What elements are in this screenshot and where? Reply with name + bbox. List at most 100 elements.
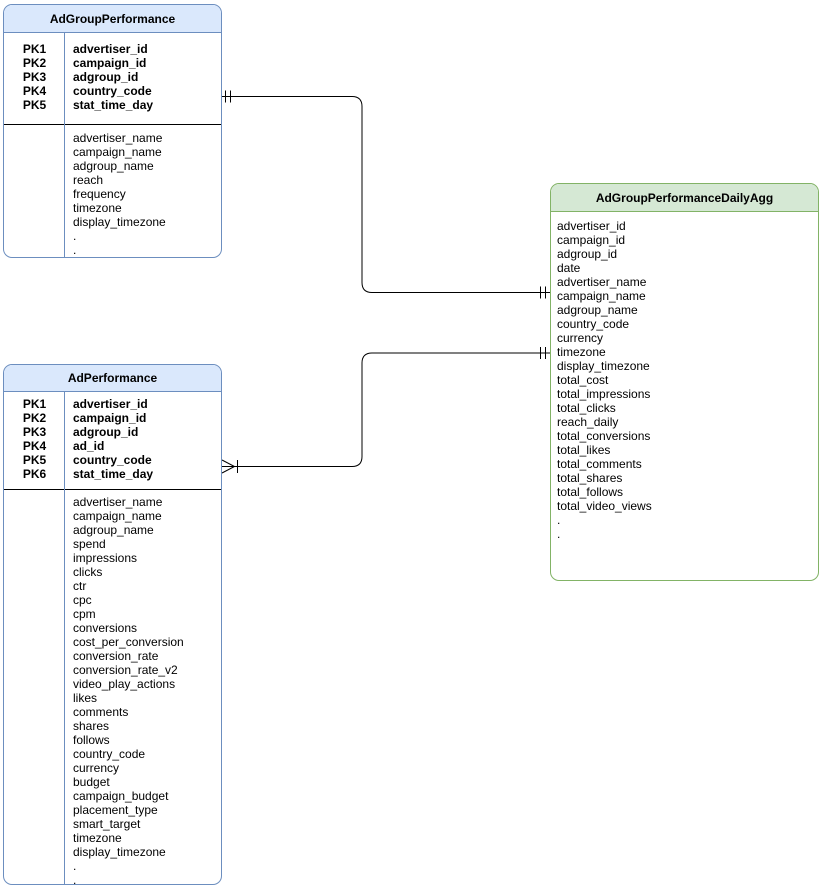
attribute-row: advertiser_id xyxy=(557,219,626,233)
attribute-section: advertiser_name campaign_name adgroup_na… xyxy=(4,490,221,885)
pk-field-name: adgroup_id xyxy=(73,70,139,84)
attribute-row: . xyxy=(557,527,561,541)
attribute-row: adgroup_id xyxy=(557,247,618,261)
attribute-row: shares xyxy=(73,719,110,733)
attribute-row: . xyxy=(73,873,77,885)
primary-key-row: PK1 advertiser_id xyxy=(4,397,221,411)
connector-line xyxy=(222,96,550,293)
primary-key-row: PK4 ad_id xyxy=(4,439,221,453)
primary-key-row: PK2 campaign_id xyxy=(4,411,221,425)
pk-field-name: country_code xyxy=(73,84,152,98)
attribute-row: total_conversions xyxy=(557,429,651,443)
primary-key-row: PK3 adgroup_id xyxy=(4,425,221,439)
entity-adgroupperformancedailyagg[interactable]: AdGroupPerformanceDailyAgg advertiser_id… xyxy=(550,183,819,581)
attribute-row: advertiser_name xyxy=(73,131,163,145)
attribute-row: adgroup_name xyxy=(557,303,638,317)
attribute-row: country_code xyxy=(73,747,146,761)
attribute-row: country_code xyxy=(557,317,630,331)
attribute-row: advertiser_name xyxy=(73,495,163,509)
section-divider xyxy=(4,489,221,490)
entity-adperformance[interactable]: AdPerformance PK1 advertiser_id PK2 camp… xyxy=(3,364,222,885)
pk-label: PK3 xyxy=(22,70,47,84)
attribute-row: campaign_name xyxy=(557,289,646,303)
attribute-row: timezone xyxy=(73,201,122,215)
pk-label: PK3 xyxy=(22,425,47,439)
pk-column-divider xyxy=(64,33,65,257)
pk-label: PK6 xyxy=(22,467,47,481)
one-and-only-one-icon xyxy=(540,286,546,299)
primary-key-row: PK6 stat_time_day xyxy=(4,467,221,481)
primary-key-section: PK1 advertiser_id PK2 campaign_id PK3 ad… xyxy=(4,33,221,124)
entity-title: AdPerformance xyxy=(4,365,221,392)
attribute-row: comments xyxy=(73,705,129,719)
pk-label: PK1 xyxy=(22,42,47,56)
attribute-row: . xyxy=(73,859,77,873)
pk-label: PK4 xyxy=(22,84,47,98)
pk-field-name: adgroup_id xyxy=(73,425,139,439)
attribute-row: total_impressions xyxy=(557,387,651,401)
attribute-row: conversions xyxy=(73,621,138,635)
primary-key-section: PK1 advertiser_id PK2 campaign_id PK3 ad… xyxy=(4,392,221,489)
pk-label: PK1 xyxy=(22,397,47,411)
connector-adgroupperformance-to-dailyagg[interactable] xyxy=(222,90,550,299)
attribute-row: campaign_name xyxy=(73,509,162,523)
attribute-row: follows xyxy=(73,733,110,747)
attribute-section: advertiser_id campaign_id adgroup_id dat… xyxy=(551,212,818,541)
connector-adperformance-to-dailyagg[interactable] xyxy=(221,347,550,474)
entity-body: PK1 advertiser_id PK2 campaign_id PK3 ad… xyxy=(4,392,221,885)
one-and-only-one-icon xyxy=(225,90,231,103)
primary-key-row: PK4 country_code xyxy=(4,84,221,98)
pk-field-name: advertiser_id xyxy=(73,397,148,411)
attribute-row: date xyxy=(557,261,581,275)
primary-key-row: PK5 country_code xyxy=(4,453,221,467)
entity-body: PK1 advertiser_id PK2 campaign_id PK3 ad… xyxy=(4,33,221,257)
attribute-row: cost_per_conversion xyxy=(73,635,184,649)
crow-foot-many-icon xyxy=(221,459,238,474)
attribute-row: advertiser_name xyxy=(557,275,647,289)
pk-field-name: campaign_id xyxy=(73,56,147,70)
pk-label: PK4 xyxy=(22,439,47,453)
attribute-row: adgroup_name xyxy=(73,159,154,173)
attribute-row: campaign_name xyxy=(73,145,162,159)
connector-line xyxy=(222,352,550,467)
attribute-row: smart_target xyxy=(73,817,141,831)
attribute-row: total_cost xyxy=(557,373,609,387)
attribute-row: reach_daily xyxy=(557,415,619,429)
attribute-row: timezone xyxy=(73,831,122,845)
pk-label: PK2 xyxy=(22,56,47,70)
attribute-row: ctr xyxy=(73,579,87,593)
attribute-row: placement_type xyxy=(73,803,158,817)
attribute-row: budget xyxy=(73,775,110,789)
attribute-row: cpc xyxy=(73,593,92,607)
attribute-row: impressions xyxy=(73,551,138,565)
attribute-row: total_follows xyxy=(557,485,624,499)
attribute-row: spend xyxy=(73,537,106,551)
attribute-row: display_timezone xyxy=(557,359,650,373)
attribute-row: clicks xyxy=(73,565,103,579)
attribute-row: cpm xyxy=(73,607,96,621)
attribute-row: adgroup_name xyxy=(73,523,154,537)
attribute-section: advertiser_name campaign_name adgroup_na… xyxy=(4,125,221,257)
attribute-row: frequency xyxy=(73,187,126,201)
entity-adgroupperformance[interactable]: AdGroupPerformance PK1 advertiser_id PK2… xyxy=(3,4,222,258)
primary-key-row: PK3 adgroup_id xyxy=(4,70,221,84)
attribute-row: reach xyxy=(73,173,104,187)
attribute-row: timezone xyxy=(557,345,606,359)
attribute-row: . xyxy=(557,513,561,527)
attribute-row: currency xyxy=(557,331,604,345)
pk-label: PK5 xyxy=(22,453,47,467)
attribute-row: conversion_rate xyxy=(73,649,159,663)
entity-body: advertiser_id campaign_id adgroup_id dat… xyxy=(551,212,818,580)
section-divider xyxy=(4,124,221,125)
attribute-row: campaign_id xyxy=(557,233,626,247)
pk-label: PK5 xyxy=(22,98,47,112)
attribute-row: total_comments xyxy=(557,457,642,471)
one-and-only-one-icon xyxy=(540,347,546,359)
attribute-row: . xyxy=(73,243,77,257)
entity-title: AdGroupPerformance xyxy=(4,5,221,33)
attribute-row: total_shares xyxy=(557,471,623,485)
primary-key-row: PK1 advertiser_id xyxy=(4,42,221,56)
attribute-row: . xyxy=(73,229,77,243)
